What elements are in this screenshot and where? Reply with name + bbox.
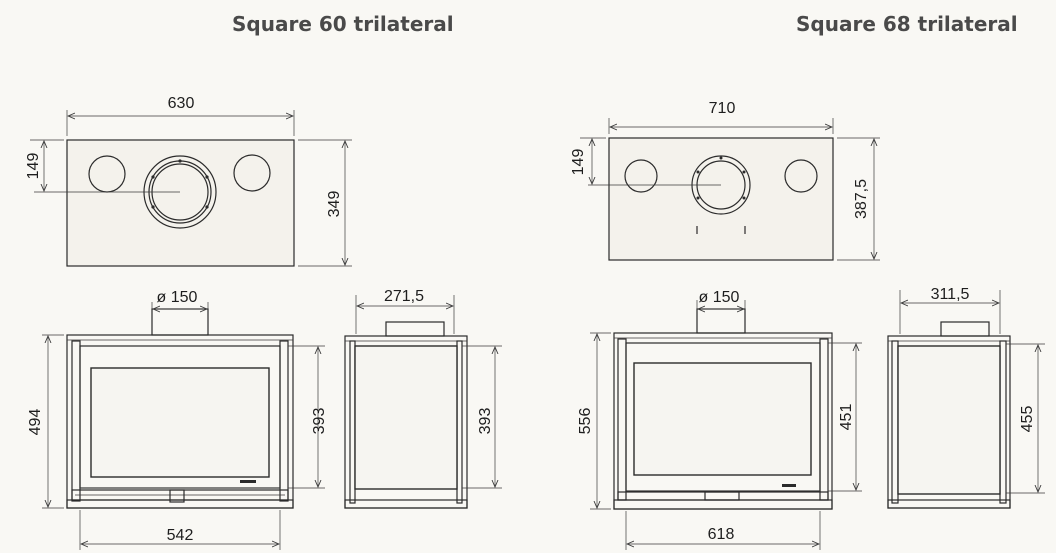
model-b-side-collar bbox=[940, 321, 990, 337]
model-b-glass bbox=[633, 362, 812, 476]
model-b-bottom-width-label: 618 bbox=[708, 526, 735, 543]
model-b-depth-label: 387,5 bbox=[853, 179, 870, 219]
model-b-side-glass-label: 455 bbox=[1019, 406, 1036, 433]
model-a-flue-collar bbox=[151, 308, 209, 336]
model-a-front-view: ø 150 494 393 bbox=[27, 289, 328, 550]
model-a-top-view: 630 149 349 bbox=[25, 95, 352, 267]
model-a-bottom-width-label: 542 bbox=[167, 527, 194, 544]
model-a-offset-label: 149 bbox=[25, 153, 42, 180]
model-b-front-view: ø 150 556 451 618 bbox=[577, 289, 862, 550]
model-b-glass-height-label: 451 bbox=[838, 404, 855, 431]
model-b-title: Square 68 trilateral bbox=[796, 12, 1018, 36]
model-b-side-glass bbox=[897, 345, 1001, 495]
model-b-flue-collar bbox=[696, 308, 746, 334]
model-a-side-glass bbox=[354, 345, 458, 490]
model-a-glass-height-label: 393 bbox=[311, 408, 328, 435]
model-b-side-view: 311,5 455 bbox=[887, 286, 1045, 509]
model-a-side-depth-label: 271,5 bbox=[384, 288, 424, 305]
model-b-offset-label: 149 bbox=[570, 149, 587, 176]
model-b-right-hole bbox=[784, 159, 818, 193]
model-a-glass bbox=[90, 367, 270, 478]
model-b-top-view: 710 149 387,5 bbox=[570, 100, 880, 261]
model-a-width-label: 630 bbox=[168, 95, 195, 112]
model-a-top-plate bbox=[66, 139, 295, 267]
model-b-flue-label: ø 150 bbox=[699, 289, 740, 306]
model-a-side-view: 271,5 393 bbox=[344, 288, 502, 509]
model-a-right-hole bbox=[233, 154, 271, 192]
model-b-left-hole bbox=[624, 159, 658, 193]
model-a-side-glass-label: 393 bbox=[477, 408, 494, 435]
model-a-title: Square 60 trilateral bbox=[232, 12, 454, 36]
model-a-depth-label: 349 bbox=[326, 191, 343, 218]
model-a-flue-label: ø 150 bbox=[157, 289, 198, 306]
model-a-side-collar bbox=[385, 321, 445, 337]
model-b-width-label: 710 bbox=[709, 100, 736, 117]
model-b-side-depth-label: 311,5 bbox=[931, 286, 970, 303]
model-a-height-label: 494 bbox=[27, 409, 44, 436]
model-b-height-label: 556 bbox=[577, 408, 594, 435]
